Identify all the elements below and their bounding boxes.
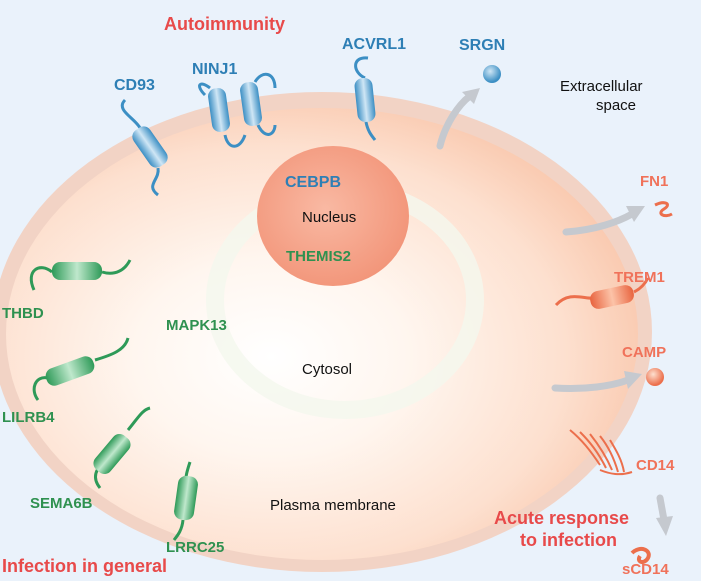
gene-label-acvrl1: ACVRL1 bbox=[342, 36, 407, 53]
gene-label-lilrb4: LILRB4 bbox=[2, 409, 55, 426]
gene-label-lrrc25: LRRC25 bbox=[166, 539, 225, 556]
nucleus-label: Nucleus bbox=[302, 209, 357, 226]
gene-label-ninj1: NINJ1 bbox=[192, 61, 238, 78]
acvrl1-protein-icon bbox=[354, 56, 377, 141]
autoimmunity-category-title: Autoimmunity bbox=[164, 14, 285, 34]
sema6b-protein-icon bbox=[93, 406, 151, 489]
infection-general-category-title: Infection in general bbox=[2, 556, 168, 576]
acute-response-category-title-line2: to infection bbox=[520, 530, 617, 550]
gene-label-scd14: sCD14 bbox=[622, 561, 669, 578]
gene-label-sema6b: SEMA6B bbox=[30, 495, 93, 512]
extracellular-label-line1: Extracellular bbox=[560, 78, 643, 95]
cleavage-arrow-cd14 bbox=[656, 494, 673, 536]
scd14-secreted-icon bbox=[630, 546, 651, 565]
cytosol-label: Cytosol bbox=[302, 361, 353, 378]
secretion-arrow-camp bbox=[551, 371, 642, 392]
extracellular-label-line2: space bbox=[596, 97, 637, 114]
gene-label-srgn: SRGN bbox=[459, 37, 506, 54]
secretion-arrow-fn1 bbox=[562, 206, 645, 236]
srgn-secreted-icon bbox=[483, 65, 501, 83]
gene-label-cd14: CD14 bbox=[636, 457, 675, 474]
cd93-protein-icon bbox=[120, 98, 168, 197]
secretion-arrow-srgn bbox=[436, 88, 480, 150]
plasma-membrane-label: Plasma membrane bbox=[270, 497, 396, 514]
ninj1-protein-icon bbox=[198, 72, 277, 148]
camp-secreted-icon bbox=[646, 368, 664, 386]
gene-label-cebpb: CEBPB bbox=[285, 174, 342, 191]
gene-label-fn1: FN1 bbox=[640, 173, 669, 190]
trem1-protein-icon bbox=[554, 277, 650, 309]
gene-label-thbd: THBD bbox=[2, 305, 44, 322]
gene-label-themis2: THEMIS2 bbox=[286, 248, 352, 265]
nucleus bbox=[257, 146, 409, 286]
acute-response-category-title-line1: Acute response bbox=[494, 508, 630, 528]
cd14-protein-icon bbox=[569, 429, 633, 476]
gene-label-camp: CAMP bbox=[622, 344, 667, 361]
gene-label-cd93: CD93 bbox=[114, 77, 155, 94]
thbd-protein-icon bbox=[29, 259, 132, 291]
lilrb4-protein-icon bbox=[32, 337, 130, 401]
fn1-secreted-icon bbox=[654, 201, 673, 218]
cell-body bbox=[6, 108, 638, 560]
gene-label-trem1: TREM1 bbox=[614, 269, 665, 286]
gene-label-mapk13: MAPK13 bbox=[166, 317, 227, 334]
lrrc25-protein-icon bbox=[172, 461, 198, 541]
